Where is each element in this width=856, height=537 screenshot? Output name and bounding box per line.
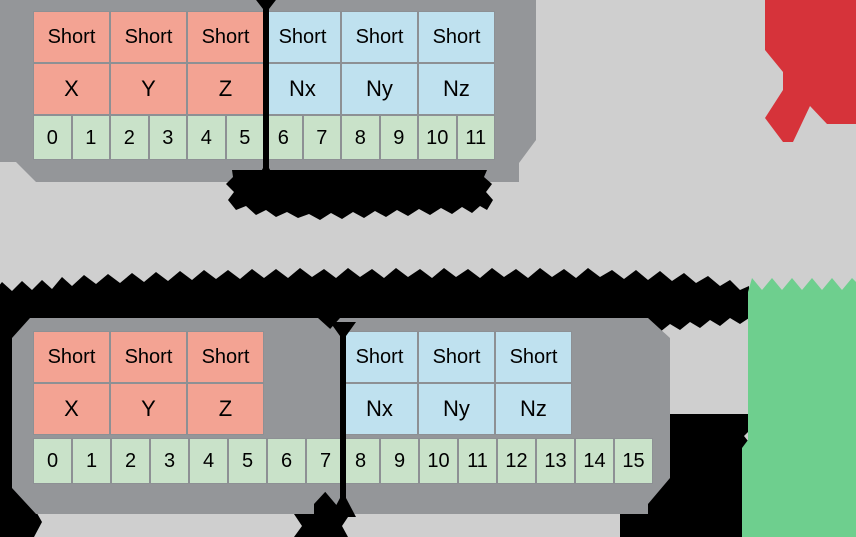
lower-left-type-cell-2: Short [187,331,264,383]
lower-byte-cell-0: 0 [33,438,72,484]
upper-byte-cell-1: 1 [71,115,110,160]
lower-byte-cell-6: 6 [267,438,306,484]
lower-byte-cell-14: 14 [575,438,614,484]
lower-byte-cell-13: 13 [536,438,575,484]
upper-type-cell-3: Short [264,11,341,63]
upper-byte-cell-9: 9 [379,115,418,160]
lower-right-name-cell-nx: Nx [341,383,418,435]
lower-byte-cell-12: 12 [497,438,536,484]
upper-byte-cell-2: 2 [110,115,149,160]
upper-byte-cell-3: 3 [148,115,187,160]
lower-byte-cell-8: 8 [341,438,380,484]
upper-byte-cell-10: 10 [418,115,457,160]
lower-byte-cell-4: 4 [189,438,228,484]
upper-name-cell-y: Y [110,63,187,115]
upper-name-cell-z: Z [187,63,264,115]
lower-right-name-cell-nz: Nz [495,383,572,435]
upper-name-cell-nz: Nz [418,63,495,115]
lower-byte-cell-11: 11 [458,438,497,484]
lower-byte-cell-15: 15 [614,438,653,484]
lower-left-type-cell-1: Short [110,331,187,383]
lower-byte-cell-2: 2 [111,438,150,484]
lower-right-type-cell-2: Short [495,331,572,383]
upper-type-cell-1: Short [110,11,187,63]
lower-byte-cell-10: 10 [419,438,458,484]
upper-byte-cell-6: 6 [264,115,303,160]
upper-name-cell-ny: Ny [341,63,418,115]
upper-name-cell-x: X [33,63,110,115]
lower-byte-cell-1: 1 [72,438,111,484]
lower-left-type-cell-0: Short [33,331,110,383]
lower-right-type-cell-1: Short [418,331,495,383]
upper-type-cell-4: Short [341,11,418,63]
upper-byte-cell-0: 0 [33,115,72,160]
red-marker-shape [765,0,856,142]
upper-byte-cell-7: 7 [302,115,341,160]
lower-left-name-cell-x: X [33,383,110,435]
lower-split-divider-icon [330,322,356,517]
upper-byte-cell-11: 11 [456,115,495,160]
upper-byte-cell-8: 8 [341,115,380,160]
lower-byte-cell-7: 7 [306,438,345,484]
upper-byte-cell-5: 5 [225,115,264,160]
lower-left-name-cell-z: Z [187,383,264,435]
occlusion-blob-upper [226,170,493,220]
lower-right-type-cell-0: Short [341,331,418,383]
upper-type-cell-5: Short [418,11,495,63]
lower-byte-cell-5: 5 [228,438,267,484]
upper-name-cell-nx: Nx [264,63,341,115]
lower-byte-cell-3: 3 [150,438,189,484]
upper-type-cell-0: Short [33,11,110,63]
lower-byte-cell-9: 9 [380,438,419,484]
upper-byte-cell-4: 4 [187,115,226,160]
lower-right-name-cell-ny: Ny [418,383,495,435]
upper-split-divider-icon [253,0,279,186]
green-marker-shape [742,278,856,537]
lower-left-name-cell-y: Y [110,383,187,435]
